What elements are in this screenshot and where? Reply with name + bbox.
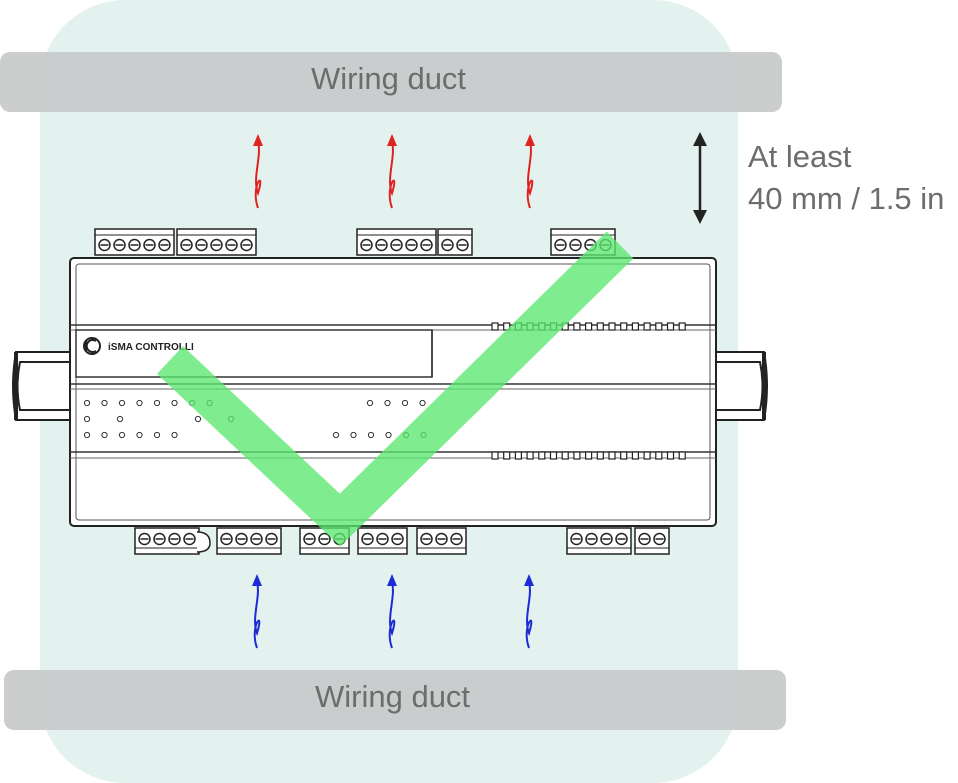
led-icon (596, 451, 604, 460)
double-arrow-icon (693, 132, 707, 224)
led-icon (608, 451, 616, 460)
checkmark-icon (156, 231, 634, 547)
led-row-bottom (491, 451, 686, 460)
terminal-block (357, 527, 408, 555)
indicator-dot (332, 431, 340, 439)
terminal-block (134, 527, 200, 555)
led-icon (584, 451, 593, 460)
led-icon (538, 451, 546, 460)
led-icon (655, 451, 663, 460)
led-icon (491, 322, 499, 331)
isma-logo-icon (83, 337, 101, 355)
indicator-dot (366, 399, 374, 407)
indicator-dot (136, 399, 143, 407)
led-icon (503, 451, 511, 460)
led-icon (573, 322, 581, 331)
indicator-dot (171, 431, 178, 439)
bottom-duct-label: Wiring duct (315, 679, 471, 714)
led-icon (549, 451, 558, 460)
din-rail-right (716, 351, 768, 421)
terminal-block (437, 228, 473, 256)
indicator-dot (367, 431, 375, 439)
led-icon (666, 322, 675, 331)
indicator-dot (118, 431, 126, 439)
terminal-block (416, 527, 467, 555)
terminal-block (176, 228, 257, 256)
indicator-dot (350, 431, 357, 439)
brand-label: iSMA CONTROLLI (108, 342, 194, 353)
led-icon (584, 322, 593, 331)
indicator-dot (136, 431, 143, 439)
indicator-dot (83, 415, 91, 423)
terminal-blocks (94, 228, 670, 555)
cool-air-arrow-icon (524, 574, 534, 649)
indicator-dot (401, 399, 409, 407)
indicator-dot (171, 399, 178, 407)
indicator-dot (385, 431, 392, 439)
led-icon (620, 451, 628, 460)
bottom-wiring-duct (4, 670, 786, 730)
terminal-block (94, 228, 175, 256)
terminal-block (356, 228, 437, 256)
cool-air-arrow-icon (387, 574, 397, 649)
clearance-label-line1: At least (748, 139, 852, 174)
led-icon (666, 451, 675, 460)
led-icon (514, 451, 523, 460)
terminal-block (634, 527, 670, 555)
indicator-dot (116, 415, 124, 423)
terminal-block (566, 527, 632, 555)
indicator-dot (118, 399, 126, 407)
hot-air-arrow-icon (387, 134, 397, 209)
led-icon (608, 322, 616, 331)
indicator-dot (153, 431, 161, 439)
hot-air-arrow-icon (525, 134, 535, 209)
cool-air-arrow-icon (252, 574, 262, 649)
indicator-dot (384, 399, 391, 407)
led-icon (491, 451, 499, 460)
indicator-dot (419, 399, 426, 407)
din-rail-left (12, 351, 70, 421)
led-icon (526, 451, 534, 460)
led-icon (596, 322, 604, 331)
air-flow-arrows (252, 134, 535, 649)
terminal-block (216, 527, 282, 555)
led-icon (631, 322, 640, 331)
led-icon (678, 322, 686, 331)
indicator-dot (153, 399, 161, 407)
hot-air-arrow-icon (253, 134, 263, 209)
led-icon (643, 322, 651, 331)
indicator-dot (83, 399, 91, 407)
led-icon (561, 451, 569, 460)
top-duct-label: Wiring duct (311, 61, 467, 96)
top-wiring-duct (0, 52, 782, 112)
led-icon (655, 322, 663, 331)
indicator-dot (101, 431, 108, 439)
indicator-dots (83, 399, 427, 439)
indicator-dot (101, 399, 108, 407)
led-icon (643, 451, 651, 460)
indicator-dot (83, 431, 91, 439)
led-icon (678, 451, 686, 460)
led-icon (573, 451, 581, 460)
indicator-dot (194, 415, 202, 423)
led-icon (620, 322, 628, 331)
clearance-label-line2: 40 mm / 1.5 in (748, 181, 945, 216)
led-icon (631, 451, 640, 460)
